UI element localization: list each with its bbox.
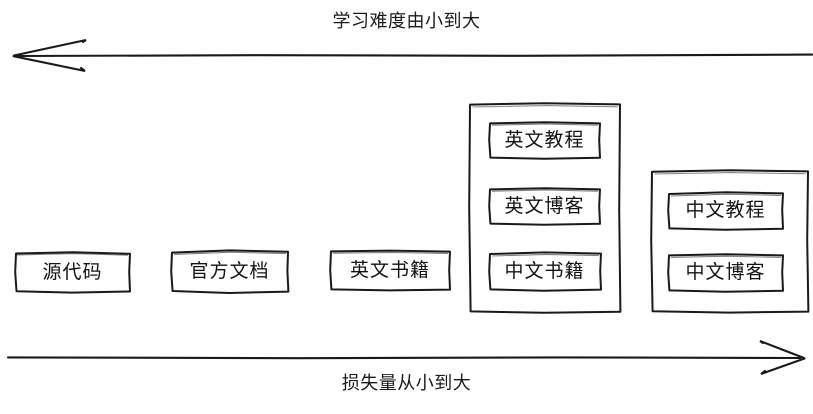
node-source-code-shape[interactable] xyxy=(14,251,131,294)
node-english-books-shape[interactable] xyxy=(329,249,451,292)
node-chinese-tutorial-shape[interactable] xyxy=(667,191,784,231)
node-english-blog-shape[interactable] xyxy=(488,187,601,226)
bottom-axis-label: 损失量从小到大 xyxy=(341,373,472,393)
node-chinese-blog-shape[interactable] xyxy=(667,253,784,293)
bottom-axis-arrow xyxy=(6,340,806,375)
node-official-docs-shape[interactable] xyxy=(170,249,290,294)
node-chinese-books-shape[interactable] xyxy=(488,251,602,292)
node-english-tutorial-shape[interactable] xyxy=(488,121,601,160)
top-axis-arrow xyxy=(12,38,813,73)
top-axis-label: 学习难度由小到大 xyxy=(332,11,481,31)
